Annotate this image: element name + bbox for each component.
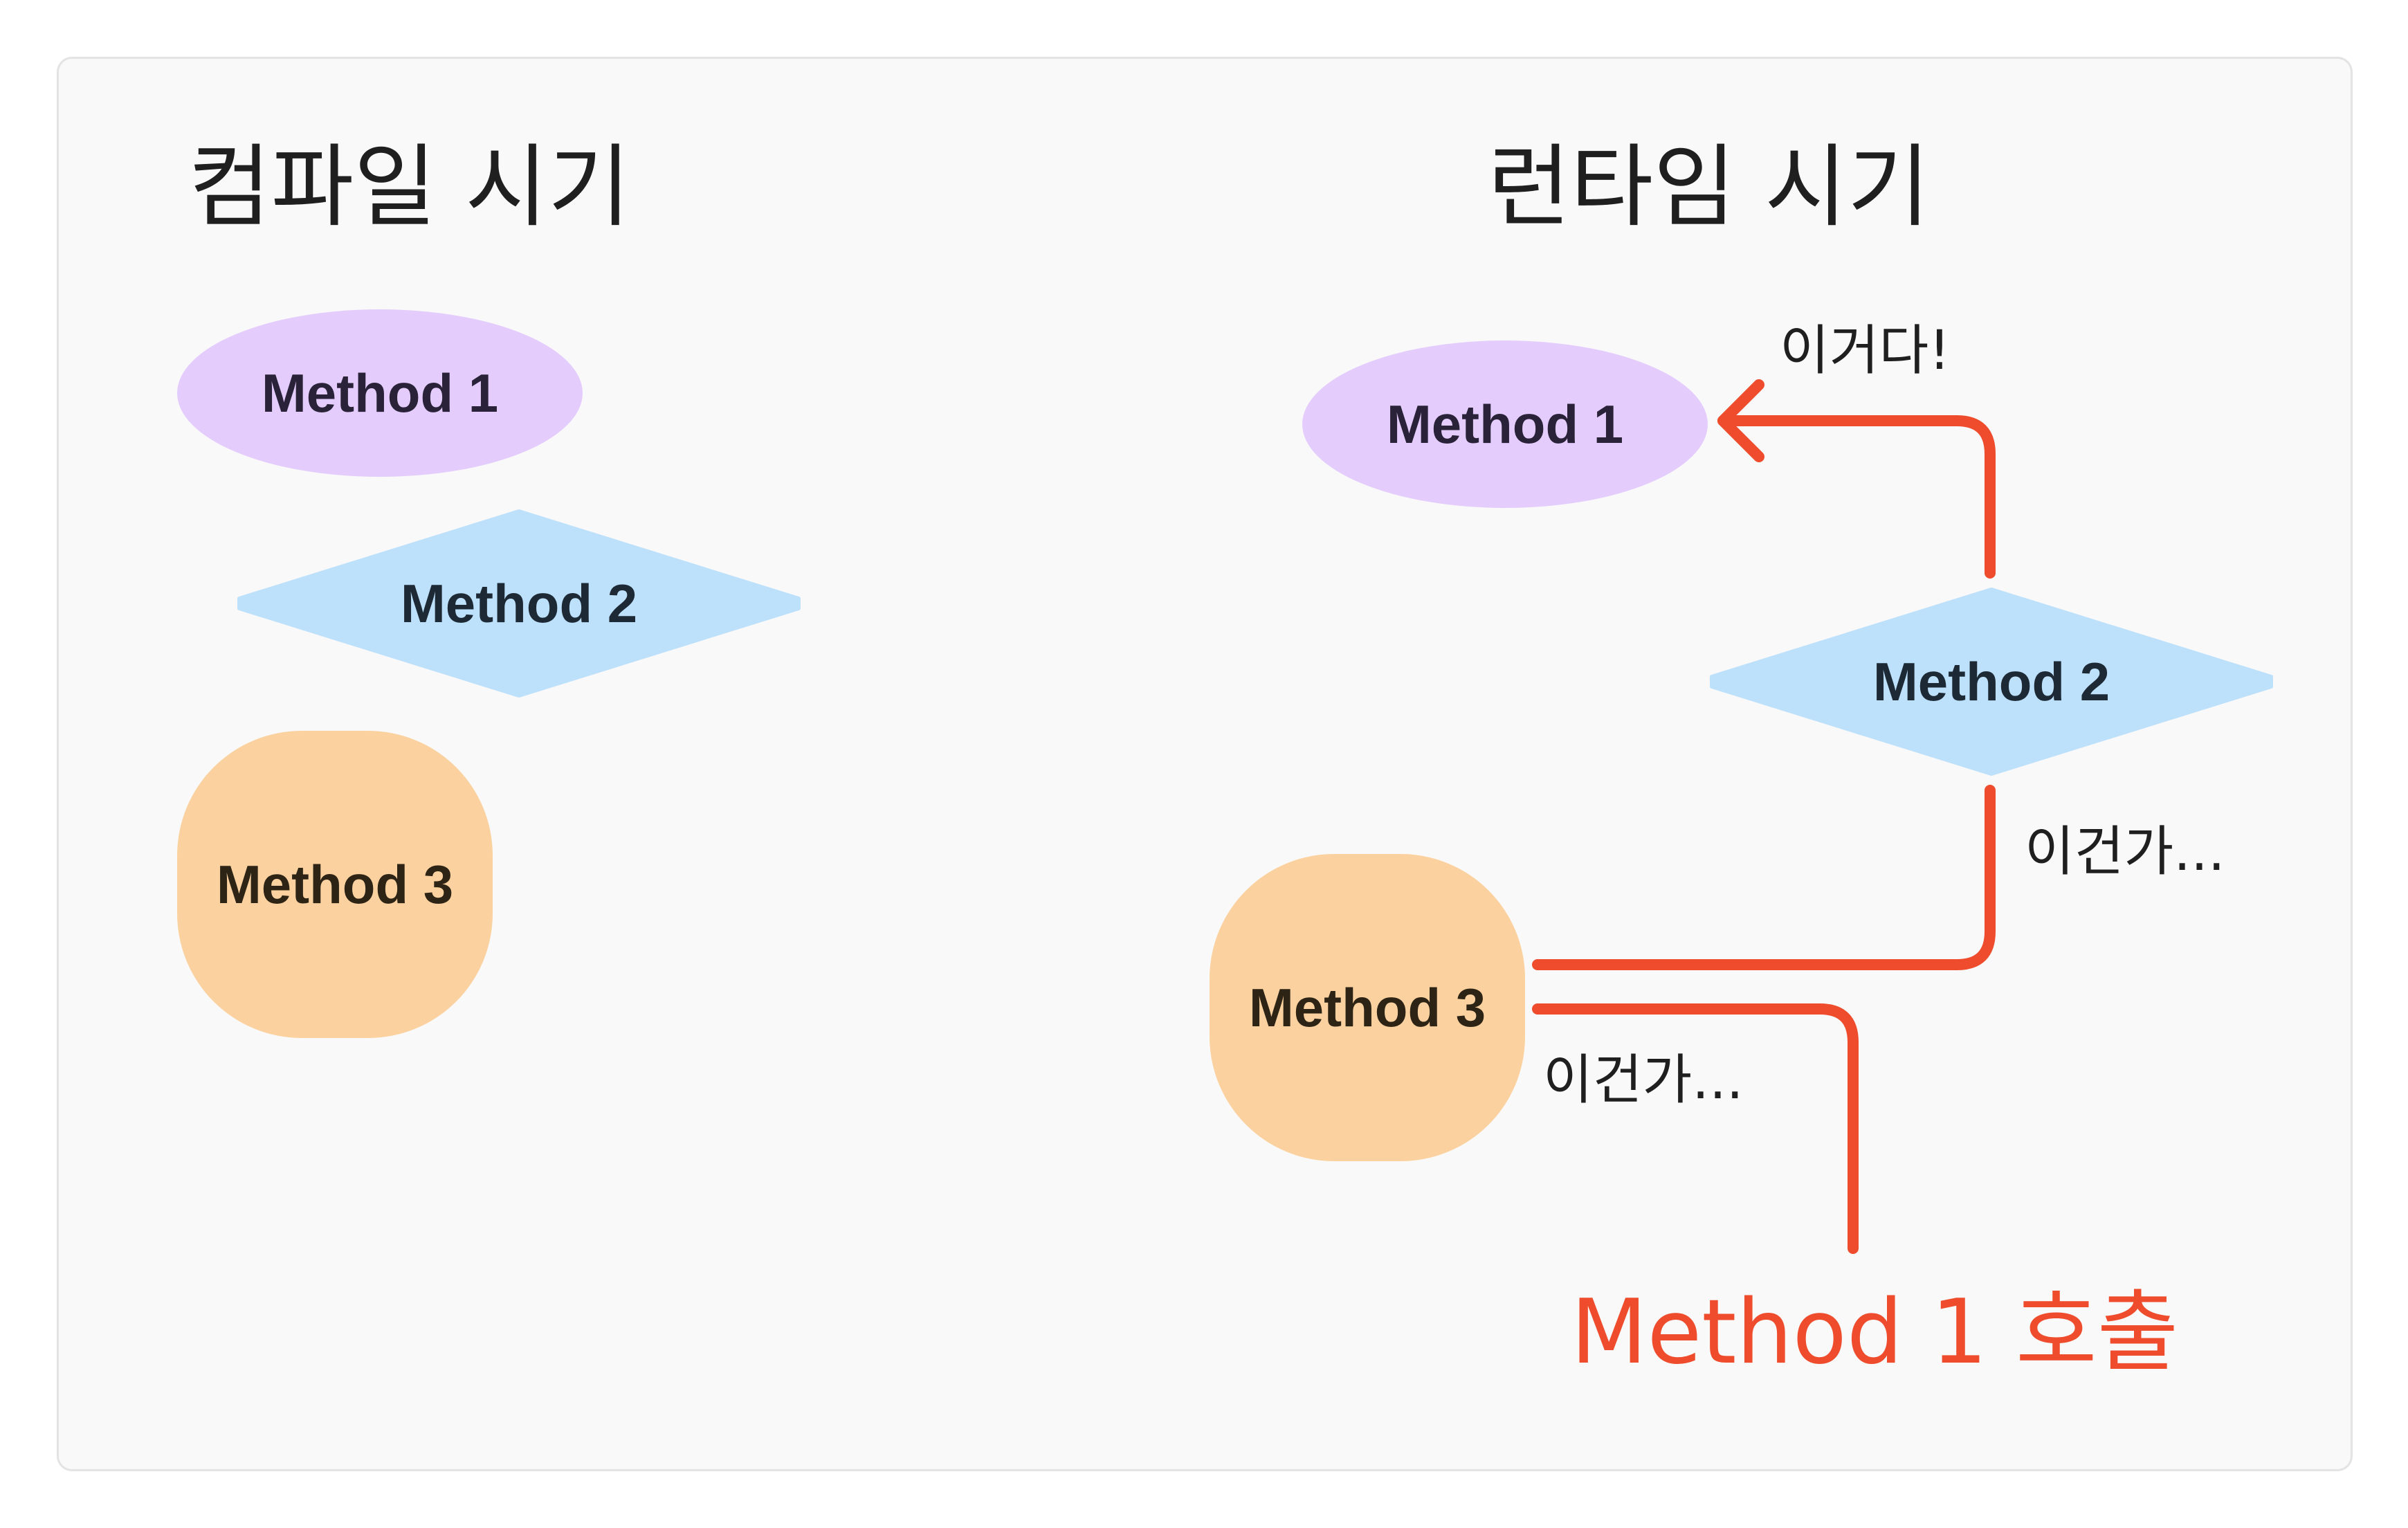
- runtime-method2-label: Method 2: [1872, 651, 2110, 712]
- method1-call-label: Method 1 호출: [1571, 1281, 2179, 1384]
- runtime-method3-label: Method 3: [1248, 976, 1486, 1038]
- compile-method1-label: Method 1: [261, 362, 499, 424]
- runtime-method3-box: Method 3: [1210, 854, 1525, 1161]
- annotation-method2-guess: 이건가...: [2025, 821, 2225, 883]
- runtime-method1-label: Method 1: [1386, 393, 1624, 455]
- compile-method3-box: Method 3: [177, 731, 493, 1038]
- compile-method2-diamond-shape: [237, 509, 801, 698]
- runtime-method2-diamond-shape: [1710, 588, 2273, 776]
- runtime-method1-ellipse: Method 1: [1302, 340, 1708, 508]
- runtime-method2-diamond: Method 2: [1708, 587, 2275, 776]
- compile-method3-label: Method 3: [216, 853, 454, 915]
- runtime-title: 런타임 시기: [1488, 134, 1931, 239]
- compile-time-title: 컴파일 시기: [188, 134, 631, 239]
- annotation-found: 이거다!: [1780, 320, 1951, 382]
- compile-method1-ellipse: Method 1: [177, 309, 583, 477]
- compile-method2-diamond: Method 2: [235, 509, 803, 698]
- compile-method2-label: Method 2: [400, 572, 638, 634]
- annotation-method3-guess: 이건가...: [1543, 1049, 1744, 1111]
